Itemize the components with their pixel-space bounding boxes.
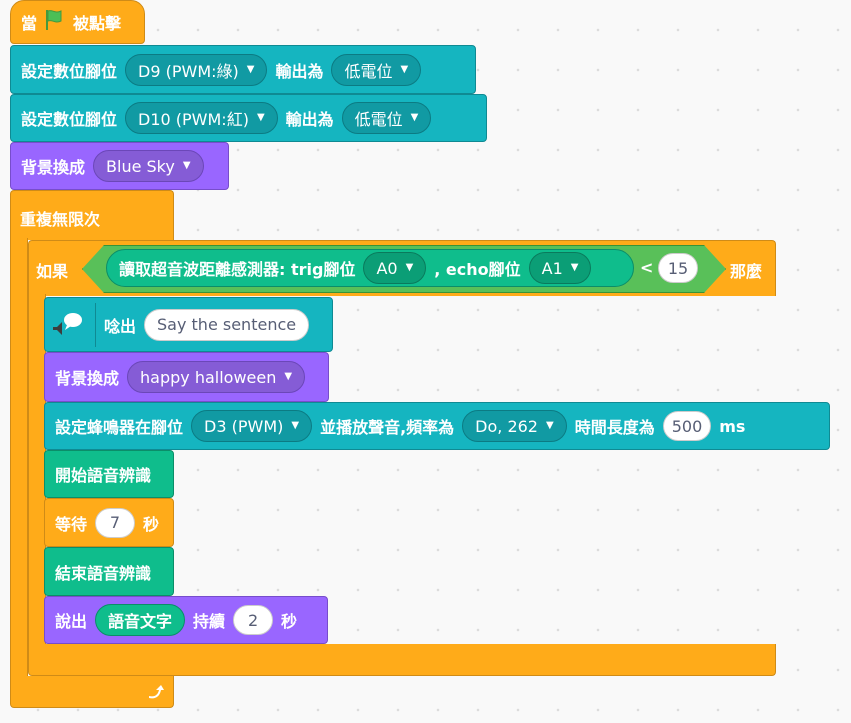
unit-label: 秒 [281, 612, 298, 631]
switch-backdrop-block[interactable]: 背景換成 happy halloween ▼ [44, 352, 329, 402]
dropdown-value: D3 (PWM) [204, 416, 284, 436]
speaker-icon [45, 302, 96, 347]
note-dropdown[interactable]: Do, 262 ▼ [462, 410, 567, 442]
block-label: 設定蜂鳴器在腳位 [55, 418, 184, 437]
compare-value-input[interactable]: 15 [658, 253, 698, 283]
backdrop-dropdown[interactable]: happy halloween ▼ [127, 361, 306, 393]
chevron-down-icon: ▼ [410, 112, 419, 123]
pin-dropdown[interactable]: D9 (PWM:綠) ▼ [125, 53, 268, 86]
when-flag-clicked-block[interactable]: 當 被點擊 [10, 0, 145, 44]
level-dropdown[interactable]: 低電位 ▼ [331, 53, 422, 86]
chevron-down-icon: ▼ [291, 420, 300, 431]
set-digital-pin-block[interactable]: 設定數位腳位 D9 (PWM:綠) ▼ 輸出為 低電位 ▼ [10, 45, 476, 94]
dropdown-value: Blue Sky [106, 156, 175, 176]
buzzer-play-block[interactable]: 設定蜂鳴器在腳位 D3 (PWM) ▼ 並播放聲音,頻率為 Do, 262 ▼ 時間… [44, 402, 830, 450]
dropdown-value: Do, 262 [475, 416, 538, 436]
forever-arm [10, 238, 28, 680]
say-for-secs-block[interactable]: 說出 語音文字 持續 2 秒 [44, 596, 328, 644]
block-label: 設定數位腳位 [21, 61, 118, 81]
level-dropdown[interactable]: 低電位 ▼ [341, 102, 432, 134]
chevron-down-icon: ▼ [570, 262, 579, 273]
reporter-label: 讀取超音波距離感測器: trig腳位 [119, 260, 356, 279]
hat-suffix: 被點擊 [73, 14, 122, 33]
block-text: 輸出為 [285, 110, 334, 129]
unit-label: ms [719, 416, 746, 436]
text-to-speech-block[interactable]: 唸出 Say the sentence [44, 297, 333, 352]
chevron-down-icon: ▼ [405, 262, 414, 273]
block-label: 說出 [55, 612, 88, 631]
say-seconds-input[interactable]: 2 [233, 605, 274, 635]
block-label: 設定數位腳位 [21, 110, 118, 129]
hat-prefix: 當 [21, 14, 38, 33]
dropdown-value: D10 (PWM:紅) [138, 110, 249, 129]
green-flag-icon [45, 9, 65, 35]
then-label: 那麼 [730, 262, 763, 281]
chevron-down-icon: ▼ [246, 63, 255, 75]
loop-arrow-icon [145, 682, 165, 706]
dropdown-value: A0 [376, 258, 398, 278]
forever-block[interactable] [10, 190, 174, 240]
chevron-down-icon: ▼ [545, 420, 554, 431]
block-text: 時間長度為 [574, 418, 655, 437]
buzzer-pin-dropdown[interactable]: D3 (PWM) ▼ [191, 410, 313, 442]
block-label: 背景換成 [55, 369, 120, 388]
forever-label: 重複無限次 [20, 210, 101, 229]
if-bottom[interactable] [28, 644, 776, 676]
trig-pin-dropdown[interactable]: A0 ▼ [363, 252, 427, 284]
chevron-down-icon: ▼ [400, 63, 409, 75]
if-label: 如果 [36, 262, 69, 281]
set-digital-pin-block[interactable]: 設定數位腳位 D10 (PWM:紅) ▼ 輸出為 低電位 ▼ [10, 94, 487, 142]
block-label: 背景換成 [21, 158, 86, 177]
dropdown-value: A1 [541, 258, 563, 278]
less-than-symbol: < [640, 258, 654, 277]
block-label: 開始語音辨識 [55, 466, 152, 485]
start-speech-recognition-block[interactable]: 開始語音辨識 [44, 450, 174, 498]
echo-pin-dropdown[interactable]: A1 ▼ [528, 252, 592, 284]
block-label: 結束語音辨識 [55, 563, 152, 583]
dropdown-value: happy halloween [140, 367, 277, 387]
speech-text-input[interactable]: Say the sentence [144, 308, 310, 341]
dropdown-value: 低電位 [354, 110, 403, 129]
pin-dropdown[interactable]: D10 (PWM:紅) ▼ [125, 102, 278, 134]
chevron-down-icon: ▼ [284, 371, 293, 382]
wait-seconds-input[interactable]: 7 [95, 507, 136, 538]
unit-label: 秒 [143, 514, 160, 534]
duration-input[interactable]: 500 [662, 411, 712, 441]
dropdown-value: 低電位 [344, 61, 393, 81]
switch-backdrop-block[interactable]: 背景換成 Blue Sky ▼ [10, 142, 229, 190]
wait-block[interactable]: 等待 7 秒 [44, 498, 174, 547]
block-label: 唸出 [104, 316, 137, 336]
block-text: 並播放聲音,頻率為 [320, 418, 455, 437]
block-text: 持續 [193, 612, 226, 631]
stop-speech-recognition-block[interactable]: 結束語音辨識 [44, 547, 174, 596]
ultrasonic-distance-reporter[interactable]: 讀取超音波距離感測器: trig腳位 A0 ▼ , echo腳位 A1 ▼ [106, 249, 634, 287]
backdrop-dropdown[interactable]: Blue Sky ▼ [93, 150, 204, 182]
block-text: 輸出為 [275, 61, 324, 81]
echo-label: , echo腳位 [434, 260, 521, 279]
dropdown-value: D9 (PWM:綠) [138, 61, 239, 81]
block-label: 等待 [55, 514, 88, 534]
speech-text-reporter[interactable]: 語音文字 [95, 604, 186, 636]
forever-bottom[interactable] [10, 676, 174, 708]
chevron-down-icon: ▼ [182, 160, 191, 171]
chevron-down-icon: ▼ [256, 112, 265, 123]
